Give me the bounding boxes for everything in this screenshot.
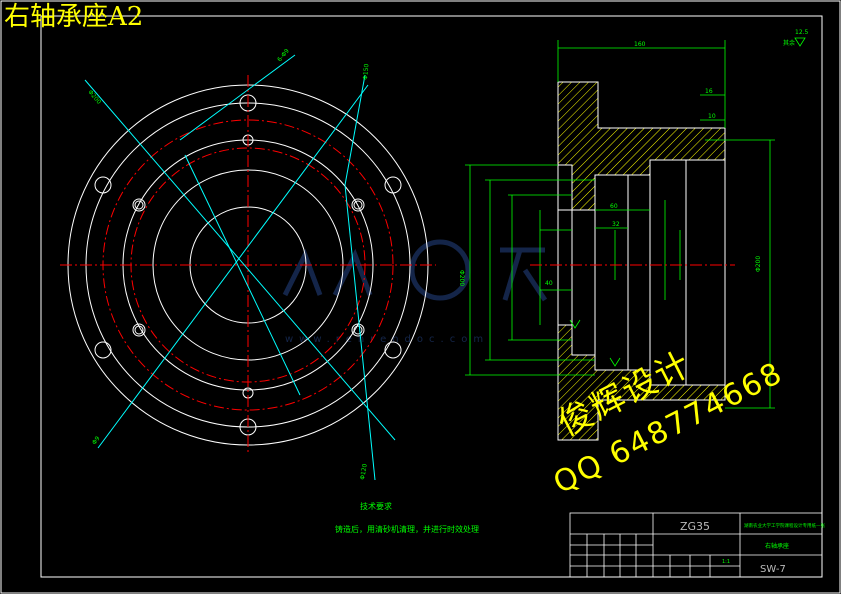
svg-text:Φ200: Φ200	[458, 270, 465, 286]
tech-requirements-heading: 技术要求	[360, 502, 392, 511]
material-label: ZG35	[680, 520, 710, 533]
svg-text:16: 16	[705, 88, 713, 95]
svg-text:32: 32	[612, 221, 620, 228]
tech-requirements-text: 铸造后，用清砂机清理，并进行时效处理	[335, 525, 479, 534]
svg-text:10: 10	[708, 113, 716, 120]
drawing-number-label: SW-7	[760, 564, 786, 575]
svg-text:60: 60	[610, 203, 618, 210]
svg-text:160: 160	[634, 41, 646, 48]
part-name-label: 右轴承座	[765, 542, 789, 550]
section-view: 160 16 10 Φ200 Φ200 40 60 32 12.5 其余	[458, 29, 809, 441]
svg-text:40: 40	[545, 280, 553, 287]
svg-text:Φ200: Φ200	[755, 256, 762, 272]
scale-label: 1:1	[722, 559, 730, 565]
drawing-title: 右轴承座A2	[4, 2, 144, 32]
front-view-circular	[60, 54, 436, 481]
svg-text:Φ120: Φ120	[359, 463, 369, 480]
roughness-value: 12.5	[795, 29, 809, 36]
svg-text:Φ9: Φ9	[91, 435, 102, 446]
title-block	[569, 512, 823, 578]
watermark-site: www.renrendoc.com	[285, 334, 489, 345]
school-label: 湖南农业大学工学院课程设计专用纸—张	[744, 522, 825, 529]
svg-text:其余: 其余	[783, 39, 795, 47]
svg-text:Φ150: Φ150	[362, 63, 370, 80]
drawing-border-inner	[40, 15, 823, 578]
